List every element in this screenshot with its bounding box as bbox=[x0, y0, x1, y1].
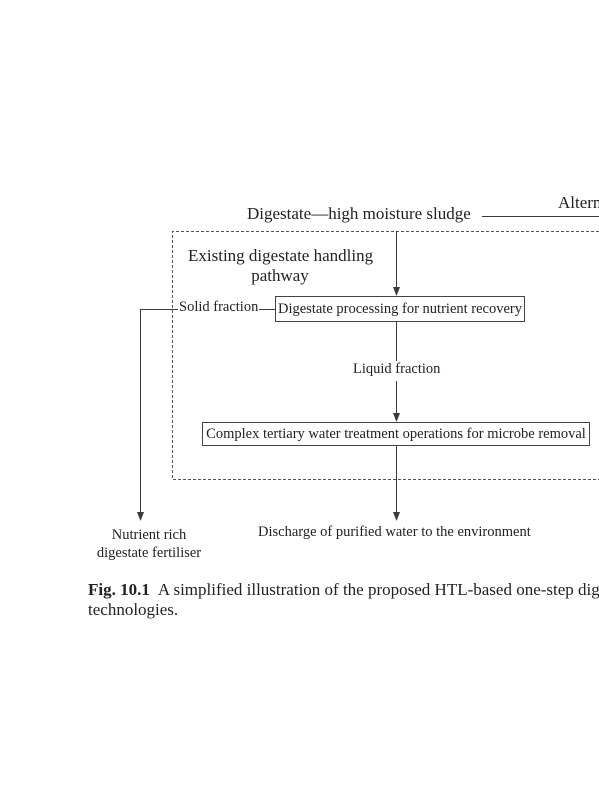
arrow-head bbox=[393, 512, 400, 521]
discharge-label: Discharge of purified water to the envir… bbox=[258, 524, 531, 540]
pathway-label-line-1: Existing digestate handling bbox=[188, 246, 374, 265]
alternative-label: Altern bbox=[558, 193, 599, 212]
source-label: Digestate—high moisture sludge bbox=[247, 204, 471, 223]
liquid-fraction-label: Liquid fraction bbox=[353, 361, 441, 377]
water-treatment-box: Complex tertiary water treatment operati… bbox=[202, 422, 590, 446]
nutrient-recovery-box: Digestate processing for nutrient recove… bbox=[275, 296, 525, 322]
figure-caption-line-1: Fig. 10.1 A simplified illustration of th… bbox=[88, 580, 599, 600]
arrow-treatment-to-discharge bbox=[393, 446, 400, 521]
figure-caption-line-2: technologies. bbox=[88, 600, 179, 619]
fertiliser-label-line-1: Nutrient rich bbox=[111, 527, 187, 543]
arrow-head bbox=[137, 512, 144, 521]
pathway-label-line-2: pathway bbox=[251, 266, 309, 285]
figure-number: Fig. 10.1 bbox=[88, 580, 150, 599]
arrow-head bbox=[393, 413, 400, 422]
fertiliser-label-line-2: digestate fertiliser bbox=[96, 545, 202, 561]
arrow-shaft bbox=[140, 309, 178, 513]
arrow-solid-to-fertiliser bbox=[137, 309, 178, 521]
arrow-sludge-to-processing bbox=[393, 231, 400, 296]
solid-fraction-label: Solid fraction bbox=[179, 299, 259, 315]
arrow-head bbox=[393, 287, 400, 296]
caption-text: A simplified illustration of the propose… bbox=[157, 580, 599, 599]
pathway-boundary bbox=[172, 231, 599, 480]
arrow-liquid-to-treatment bbox=[393, 322, 400, 422]
